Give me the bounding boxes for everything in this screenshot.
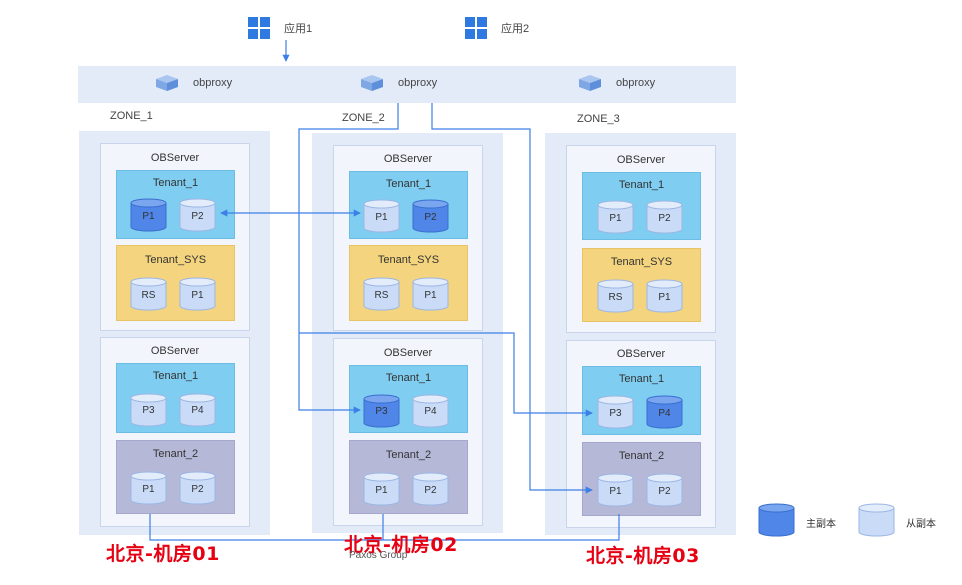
follower-replica-icon (130, 393, 167, 427)
partition-label: P1 (375, 212, 388, 223)
follower-replica-icon (179, 277, 216, 311)
tenant-name: Tenant_2 (618, 450, 665, 462)
tenant-name: Tenant_SYS (377, 254, 440, 266)
room-label: 北京-机房01 (106, 543, 220, 565)
leader-replica-icon (130, 198, 167, 232)
partition-label: P3 (142, 405, 155, 416)
partition-label: P2 (424, 485, 437, 496)
follower-replica-icon (646, 279, 683, 313)
tenant-name: Tenant_1 (618, 373, 665, 385)
partition-label: P3 (375, 406, 388, 417)
follower-replica-icon (597, 279, 634, 313)
follower-replica-icon (597, 395, 634, 429)
room-label: 北京-机房03 (586, 545, 700, 567)
app-1: 应用1 (248, 17, 312, 39)
tenant-name: Tenant_1 (152, 370, 199, 382)
follower-replica-icon (597, 473, 634, 507)
partition-label: P1 (658, 292, 671, 303)
follower-replica-icon (363, 472, 400, 506)
partition-label: RS (374, 290, 389, 301)
tenant-name: Tenant_SYS (610, 256, 673, 268)
follower-replica-icon (179, 393, 216, 427)
paxos-group-label: Paxos Group (349, 550, 408, 561)
observer-title: OBServer (383, 153, 433, 165)
tenant-name: Tenant_1 (385, 178, 432, 190)
obproxy-3: obproxy (578, 74, 655, 92)
partition-label: P2 (658, 486, 671, 497)
tenant-name: Tenant_2 (385, 449, 432, 461)
partition-label: P2 (191, 484, 204, 495)
tenant-name: Tenant_2 (152, 448, 199, 460)
follower-replica-icon (597, 200, 634, 234)
leader-replica-icon (646, 395, 683, 429)
obproxy-1: obproxy (155, 74, 232, 92)
partition-label: RS (608, 292, 623, 303)
obproxy-icon (579, 75, 601, 91)
partition-label: P1 (609, 213, 622, 224)
follower-replica-icon (646, 200, 683, 234)
obproxy-icon (156, 75, 178, 91)
partition-label: P2 (658, 213, 671, 224)
legend-leader-label: 主副本 (806, 519, 836, 530)
partition-label: P4 (424, 406, 437, 417)
obproxy-layer (78, 66, 736, 103)
partition-label: RS (141, 290, 156, 301)
partition-label: P1 (142, 484, 155, 495)
partition-label: P2 (424, 212, 437, 223)
partition-label: P4 (658, 408, 671, 419)
obproxy-2: obproxy (360, 74, 437, 92)
partition-label: P1 (424, 290, 437, 301)
observer-title: OBServer (383, 347, 433, 359)
partition-label: P1 (609, 486, 622, 497)
tenant-name: Tenant_1 (385, 372, 432, 384)
partition-label: P2 (191, 211, 204, 222)
zone-2-label: ZONE_2 (342, 112, 385, 124)
partition-label: P1 (142, 211, 155, 222)
follower-replica-icon (130, 471, 167, 505)
zone-1-label: ZONE_1 (110, 110, 153, 122)
room-label: 北京-机房02 (344, 534, 458, 556)
partition-label: P3 (609, 408, 622, 419)
app-2-label: 应用2 (501, 23, 530, 35)
app-2: 应用2 (465, 17, 529, 39)
partition-label: P4 (191, 405, 204, 416)
observer-title: OBServer (150, 345, 200, 357)
follower-replica-icon (646, 473, 683, 507)
obproxy-label: obproxy (193, 77, 233, 89)
windows-app-icon (248, 17, 270, 39)
tenant-name: Tenant_SYS (144, 254, 207, 266)
tenant-name: Tenant_1 (618, 179, 665, 191)
zone-3-label: ZONE_3 (577, 113, 620, 125)
legend-follower-label: 从副本 (906, 519, 936, 530)
follower-replica-icon (130, 277, 167, 311)
windows-app-icon (465, 17, 487, 39)
observer-title: OBServer (616, 154, 666, 166)
follower-replica-icon (179, 198, 216, 232)
observer-title: OBServer (150, 152, 200, 164)
partition-label: P1 (191, 290, 204, 301)
tenant-name: Tenant_1 (152, 177, 199, 189)
obproxy-label: obproxy (616, 77, 656, 89)
obproxy-label: obproxy (398, 77, 438, 89)
follower-replica-icon (179, 471, 216, 505)
app-1-label: 应用1 (284, 23, 313, 35)
partition-label: P1 (375, 485, 388, 496)
leader-replica-icon (758, 503, 795, 537)
obproxy-icon (361, 75, 383, 91)
observer-title: OBServer (616, 348, 666, 360)
follower-replica-icon (858, 503, 895, 537)
